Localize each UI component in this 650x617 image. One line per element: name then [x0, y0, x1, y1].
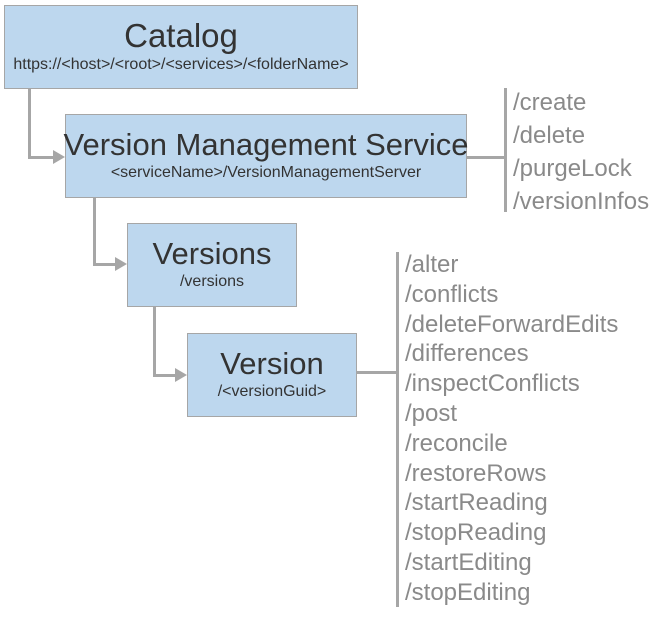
version-endpoint-list: /alter/conflicts/deleteForwardEdits/diff… [405, 250, 618, 608]
connector-versions-version-vertical [153, 306, 156, 377]
connector-versions-version-horizontal [153, 374, 176, 377]
node-version-path-template: /<versionGuid> [217, 382, 327, 400]
endpoint-label: /conflicts [405, 280, 499, 308]
connector-version-endpoints [356, 371, 397, 374]
node-service-path-template: <serviceName>/VersionManagementServer [110, 163, 422, 181]
arrowhead-icon [53, 150, 65, 164]
node-version-management-service: Version Management Service <serviceName>… [63, 114, 469, 198]
node-catalog: Catalog https://<host>/<root>/<services>… [4, 5, 358, 89]
arrowhead-icon [115, 257, 127, 271]
endpoint-label: /alter [405, 251, 459, 278]
endpoint-label: /reconcile [405, 429, 508, 457]
node-versions-title: Versions [152, 236, 272, 272]
endpoint-label: /stopEditing [405, 578, 531, 606]
endpoint-bracket-service [504, 88, 507, 212]
node-versions: Versions /versions [127, 223, 297, 307]
endpoint-label: /purgeLock [513, 155, 632, 182]
connector-service-endpoints [466, 156, 505, 159]
endpoint-label: /startEditing [405, 548, 532, 576]
connector-catalog-service-horizontal [28, 156, 54, 159]
endpoint-label: /deleteForwardEdits [405, 310, 619, 338]
connector-catalog-service-vertical [28, 88, 31, 159]
arrowhead-icon [175, 368, 187, 382]
service-endpoint-list: /create/delete/purgeLock/versionInfos [513, 86, 649, 218]
endpoint-bracket-version [396, 252, 399, 607]
endpoint-label: /differences [405, 340, 529, 368]
endpoint-label: /create [513, 89, 587, 116]
endpoint-label: /delete [513, 122, 586, 149]
endpoint-label: /restoreRows [405, 459, 547, 487]
connector-service-versions-vertical [93, 197, 96, 266]
node-version-title: Version [220, 346, 324, 382]
endpoint-label: /stopReading [405, 519, 547, 547]
connector-service-versions-horizontal [93, 263, 116, 266]
node-catalog-url-template: https://<host>/<root>/<services>/<folder… [13, 56, 349, 74]
node-versions-path: /versions [179, 272, 245, 290]
endpoint-label: /versionInfos [513, 188, 650, 215]
node-catalog-title: Catalog [124, 17, 238, 55]
endpoint-label: /post [405, 399, 458, 427]
node-service-title: Version Management Service [63, 127, 469, 163]
endpoint-label: /startReading [405, 489, 548, 517]
node-version: Version /<versionGuid> [187, 333, 357, 417]
endpoint-label: /inspectConflicts [405, 370, 580, 398]
